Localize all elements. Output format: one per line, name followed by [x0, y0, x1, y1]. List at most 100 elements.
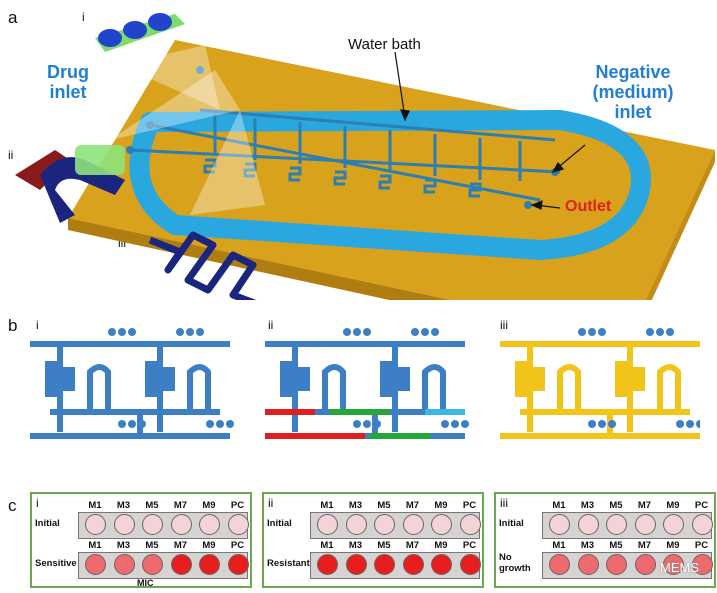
- column-header-m1: M1: [552, 500, 566, 511]
- column-header-m3: M3: [580, 500, 595, 511]
- column-header-m5: M5: [145, 500, 159, 511]
- well-final-row-pc: [227, 554, 249, 575]
- well-initial-row-m1: [549, 514, 570, 535]
- column-header-pc: PC: [230, 500, 245, 511]
- well-final-row-m1: [85, 554, 106, 575]
- column-header-m3: M3: [116, 500, 131, 511]
- column-header-m5: M5: [609, 500, 623, 511]
- magnify-wedge-ii: [110, 70, 240, 140]
- well-final-row-m5: [606, 554, 627, 575]
- well-initial-row-m9: [663, 514, 684, 535]
- row-label-initial-row: Initial: [499, 518, 524, 529]
- column-header-m7: M7: [637, 500, 652, 511]
- well-initial-row-m1: [317, 514, 338, 535]
- drug-inlet-line-2: inlet: [49, 82, 87, 102]
- well-final-row-m3: [577, 554, 599, 575]
- water-bath-channel: [129, 110, 651, 260]
- panel-b-letter: b: [8, 316, 18, 335]
- well-initial-row-pc: [459, 514, 481, 535]
- well-initial-row-m5: [606, 514, 627, 535]
- column-header-m1: M1: [320, 500, 334, 511]
- well-initial-row-m3: [577, 514, 599, 535]
- outlet-label: Outlet: [565, 198, 612, 215]
- well-initial-row-m1: [85, 514, 106, 535]
- column-header-m1: M1: [552, 540, 566, 551]
- column-header-m9: M9: [666, 500, 680, 511]
- column-header-m5: M5: [145, 540, 159, 551]
- annotation-arrows: [394, 51, 586, 210]
- negative-inlet-label: Negative (medium) inlet: [578, 62, 688, 122]
- well-initial-row-m7: [634, 514, 656, 535]
- column-header-m1: M1: [88, 500, 102, 511]
- column-header-m9: M9: [202, 500, 216, 511]
- column-header-pc: PC: [694, 500, 709, 511]
- well-initial-row-m5: [142, 514, 163, 535]
- column-header-m9: M9: [434, 500, 448, 511]
- well-initial-row-m3: [113, 514, 135, 535]
- row-label-final-row: Resistant: [267, 558, 310, 569]
- column-header-m3: M3: [348, 500, 363, 511]
- column-header-m3: M3: [348, 540, 363, 551]
- row-label-initial-row: Initial: [267, 518, 292, 529]
- negative-line-2: (medium): [592, 82, 674, 102]
- column-header-m7: M7: [637, 540, 652, 551]
- well-final-row-m3: [113, 554, 135, 575]
- chip-plate-front: [68, 218, 451, 300]
- well-final-row-m9: [199, 554, 220, 575]
- well-final-row-m5: [374, 554, 395, 575]
- well-initial-row-m7: [402, 514, 424, 535]
- plate-box-roman: iii: [500, 496, 508, 510]
- column-header-m9: M9: [434, 540, 448, 551]
- channel-schematics: [20, 328, 700, 439]
- negative-line-1: Negative: [595, 62, 671, 82]
- column-header-m7: M7: [173, 540, 188, 551]
- water-bath-label: Water bath: [348, 36, 421, 53]
- well-initial-row-m5: [374, 514, 395, 535]
- well-initial-row-pc: [691, 514, 713, 535]
- well-final-row-m1: [317, 554, 338, 575]
- well-final-row-m5: [142, 554, 163, 575]
- inset-iii-serpentine: [148, 231, 257, 300]
- column-header-m5: M5: [377, 540, 391, 551]
- well-final-row-pc: [459, 554, 481, 575]
- panel-c-letter: c: [8, 496, 17, 515]
- plate-box-roman: i: [36, 496, 39, 510]
- column-header-m3: M3: [116, 540, 131, 551]
- row-label-initial-row: Initial: [35, 518, 60, 529]
- microfluidic-network: [129, 108, 561, 202]
- column-header-pc: PC: [694, 540, 709, 551]
- schematic-ii-flows: [265, 409, 465, 439]
- panel-a-sub-i: i: [82, 10, 85, 24]
- inset-i-domes: [95, 13, 185, 52]
- well-final-row-m7: [170, 554, 192, 575]
- chip-plate-side: [645, 150, 715, 300]
- well-initial-row-m7: [170, 514, 192, 535]
- panel-b-sub-ii: ii: [268, 318, 274, 332]
- inset-ii-valve: [15, 145, 125, 223]
- column-header-m3: M3: [580, 540, 595, 551]
- column-header-m7: M7: [405, 540, 420, 551]
- column-header-pc: PC: [462, 500, 477, 511]
- well-final-row-m1: [549, 554, 570, 575]
- column-header-m7: M7: [173, 500, 188, 511]
- panel-a-sub-ii: ii: [8, 148, 14, 162]
- well-final-row-m3: [345, 554, 367, 575]
- panel-a-letter: a: [8, 8, 18, 27]
- panel-b-sub-iii: iii: [500, 318, 508, 332]
- mic-annotation: MIC: [137, 578, 154, 588]
- well-final-row-pc: [691, 554, 713, 575]
- panel-a-sub-iii: iii: [118, 236, 126, 250]
- column-header-m5: M5: [377, 500, 391, 511]
- well-initial-row-m3: [345, 514, 367, 535]
- column-header-m9: M9: [202, 540, 216, 551]
- port-markers: [126, 66, 559, 209]
- chip-illustration: [15, 13, 715, 300]
- well-final-row-m9: [663, 554, 684, 575]
- drug-inlet-line-1: Drug: [47, 62, 89, 82]
- column-header-m1: M1: [88, 540, 102, 551]
- magnify-wedge-i: [120, 45, 220, 110]
- drug-inlet-label: Drug inlet: [28, 62, 108, 102]
